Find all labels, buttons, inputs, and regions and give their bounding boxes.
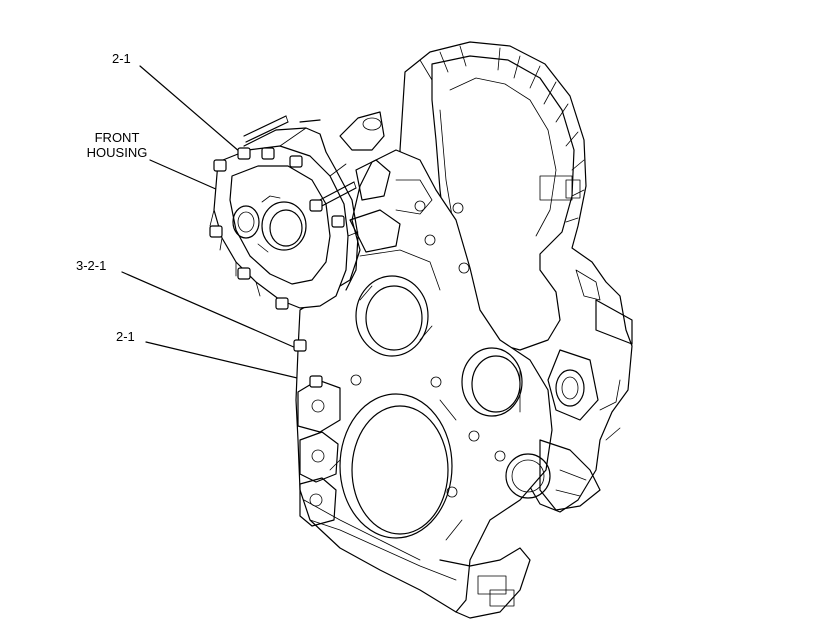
callout-front-housing-line1: FRONT <box>94 130 140 145</box>
bolt-heads <box>209 147 345 388</box>
callout-front-housing: FRONT HOUSING <box>82 130 152 160</box>
front-housing-plate <box>209 115 359 388</box>
callout-3-2-1: 3-2-1 <box>76 258 107 273</box>
timing-cover-body <box>295 111 601 619</box>
leader-line-3-2-1 <box>121 271 297 349</box>
leader-line-top-2-1 <box>139 65 241 153</box>
leader-lines <box>121 65 315 383</box>
callout-front-housing-line2: HOUSING <box>86 145 148 160</box>
callout-bottom-2-1: 2-1 <box>116 329 135 344</box>
leader-line-bottom-2-1 <box>145 341 315 383</box>
callout-top-2-1: 2-1 <box>112 51 131 66</box>
leader-line-front-housing <box>149 159 219 191</box>
